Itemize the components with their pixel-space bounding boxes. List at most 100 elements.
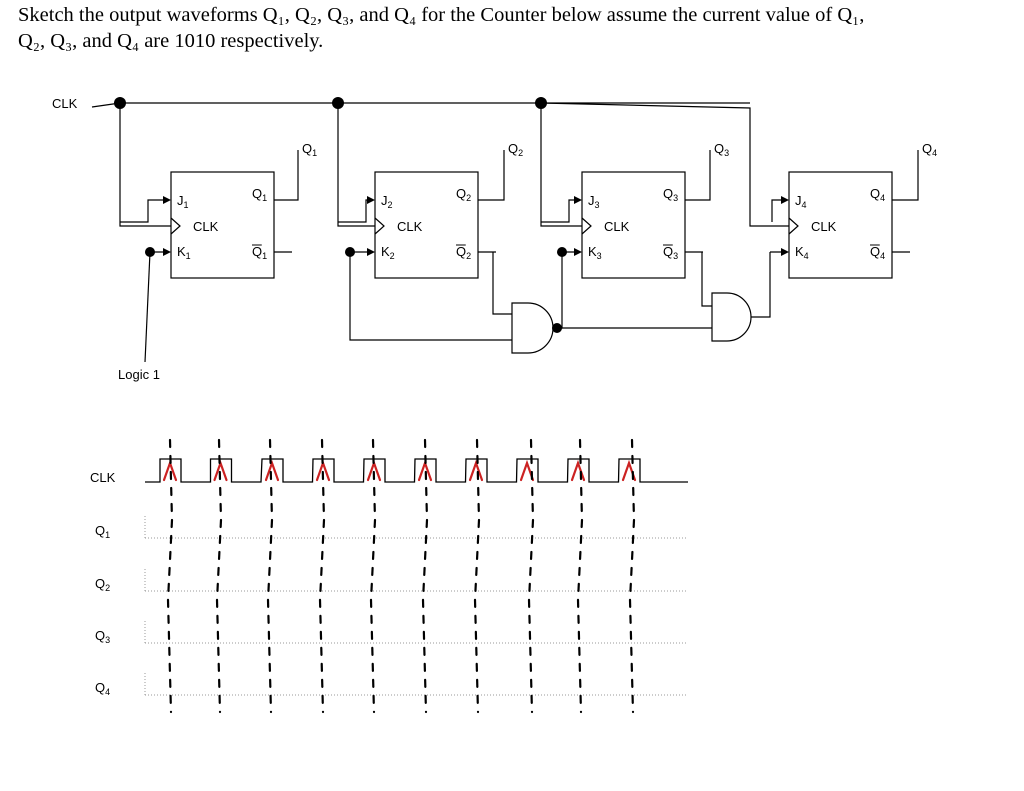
clk-triangle	[170, 217, 181, 235]
j2-arrow	[367, 196, 375, 204]
k3-arrow	[574, 248, 582, 256]
row-label-q3: Q3	[95, 628, 110, 645]
q3-output-wire	[685, 150, 711, 201]
qbar2-label: Q2	[456, 244, 471, 261]
and-gate-2-body	[711, 292, 752, 342]
edge-marker-9	[570, 459, 586, 482]
k2-label-sub: 2	[390, 251, 395, 261]
row-label-q3-main: Q	[95, 628, 105, 643]
k3-label: K3	[588, 244, 602, 261]
and-gate-1-body	[511, 302, 554, 354]
qbar1-label: Q1	[252, 244, 267, 261]
j4-label-main: J	[795, 193, 802, 208]
row-label-clk: CLK	[90, 470, 116, 485]
clk-wire-ff4	[540, 102, 789, 227]
clk3-label: CLK	[604, 219, 630, 234]
q4-label-sub: 4	[880, 193, 885, 203]
logic-1-label: Logic 1	[118, 367, 160, 382]
qbar1-label-sub: 1	[262, 251, 267, 261]
edge-guide-3	[266, 438, 274, 714]
clk1-label: CLK	[193, 219, 219, 234]
k3-label-sub: 3	[597, 251, 602, 261]
edge-guide-4	[318, 438, 326, 714]
q3-label-main: Q	[663, 186, 673, 201]
j2-label-main: J	[381, 193, 388, 208]
k4-label-sub: 4	[804, 251, 809, 261]
q2-output-wire	[478, 150, 505, 201]
q1-output-label: Q1	[302, 141, 317, 158]
and2-output-wire	[751, 252, 771, 318]
j3-label-main: J	[588, 193, 595, 208]
j1-label: J1	[177, 193, 189, 210]
qbar3-label-main: Q	[663, 244, 673, 259]
qbar4-label-main: Q	[870, 244, 880, 259]
k4-arrow	[781, 248, 789, 256]
row-label-q2-sub: 2	[105, 583, 110, 593]
and1-output-wire	[553, 252, 563, 329]
row-label-q1-sub: 1	[105, 530, 110, 540]
qbar3-label: Q3	[663, 244, 678, 261]
q2-label-sub: 2	[466, 193, 471, 203]
q1-output-label-main: Q	[302, 141, 312, 156]
k1-arrow	[163, 248, 171, 256]
q3-label-sub: 3	[673, 193, 678, 203]
counter-circuit: CLK Logic 1 J1K1CLKQ1Q1Q1J2K2CLKQ2Q2Q2J3…	[52, 96, 937, 382]
q2-label: Q2	[456, 186, 471, 203]
k2-arrow	[367, 248, 375, 256]
qbar3-label-sub: 3	[673, 251, 678, 261]
flipflop-3-body	[581, 171, 686, 279]
edge-guide-1	[166, 438, 174, 714]
k1-label: K1	[177, 244, 191, 261]
qbar2-label-sub: 2	[466, 251, 471, 261]
q1-label-sub: 1	[262, 193, 267, 203]
clk-input-label: CLK	[52, 96, 78, 111]
qbar4-label: Q4	[870, 244, 885, 261]
q4-output-wire	[892, 150, 919, 201]
q2-output-label-sub: 2	[518, 148, 523, 158]
clk-triangle	[581, 217, 592, 235]
row-label-q4-sub: 4	[105, 687, 110, 697]
edge-marker-7	[468, 459, 484, 482]
j1-wire	[120, 199, 169, 223]
clk-triangle	[374, 217, 385, 235]
qbar1-label-main: Q	[252, 244, 262, 259]
edge-guide-5	[369, 438, 377, 714]
j2-label-sub: 2	[388, 200, 393, 210]
edge-guide-2	[215, 438, 223, 714]
j3-label-sub: 3	[595, 200, 600, 210]
q1-output-label-sub: 1	[312, 148, 317, 158]
clk-waveform	[145, 458, 688, 483]
q4-label-main: Q	[870, 186, 880, 201]
q4-label: Q4	[870, 186, 885, 203]
flipflop-2-body	[374, 171, 479, 279]
k3-label-main: K	[588, 244, 597, 259]
edge-guide-9	[576, 438, 584, 714]
j4-wire	[771, 199, 787, 222]
question-text: Sketch the output waveforms Q₁, Q₂, Q₃, …	[18, 2, 1008, 54]
qbar4-label-sub: 4	[880, 251, 885, 261]
and-gate-1	[511, 302, 554, 354]
j2-label: J2	[381, 193, 393, 210]
j3-label: J3	[588, 193, 600, 210]
q2-output-label: Q2	[508, 141, 523, 158]
k2-label: K2	[381, 244, 395, 261]
and-gate-2	[711, 292, 752, 342]
clk4-label: CLK	[811, 219, 837, 234]
clk2-label: CLK	[397, 219, 423, 234]
row-label-q1-main: Q	[95, 523, 105, 538]
and1-input-a	[349, 252, 512, 341]
q4-output-label: Q4	[922, 141, 937, 158]
row-label-q2-main: Q	[95, 576, 105, 591]
k1-label-main: K	[177, 244, 186, 259]
flipflop-4-body	[788, 171, 893, 279]
clk-triangle	[788, 217, 799, 235]
logic-1-wire	[144, 251, 151, 363]
q1-output-wire	[274, 150, 299, 201]
k4-label-main: K	[795, 244, 804, 259]
row-label-q2: Q2	[95, 576, 110, 593]
